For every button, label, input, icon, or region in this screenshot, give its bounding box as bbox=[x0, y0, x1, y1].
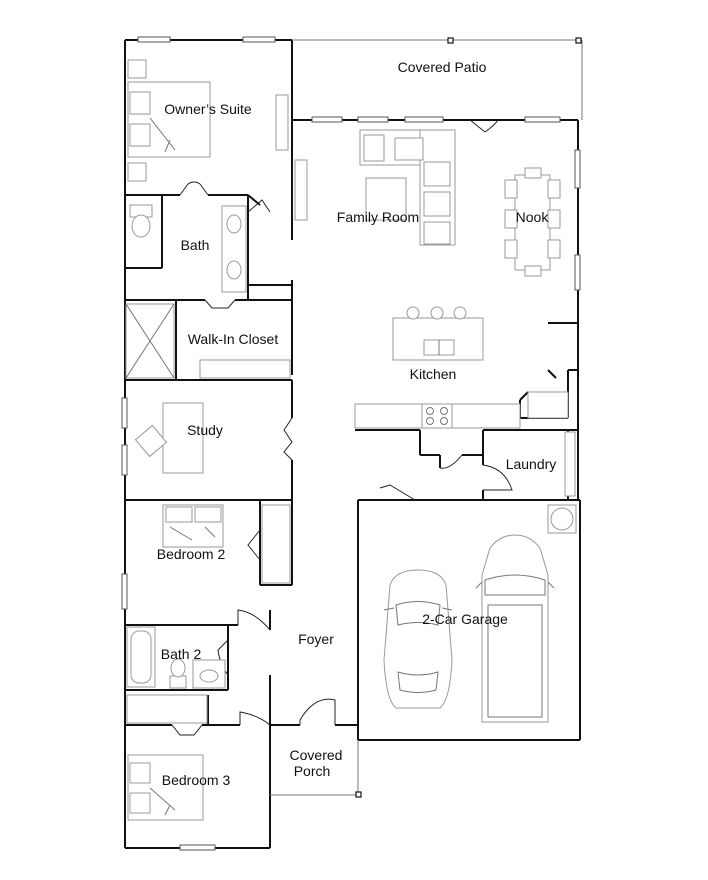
label-bedroom-2: Bedroom 2 bbox=[157, 546, 226, 562]
label-bath: Bath bbox=[181, 237, 210, 253]
label-family-room: Family Room bbox=[337, 209, 419, 225]
nook-table bbox=[504, 167, 561, 277]
label-kitchen: Kitchen bbox=[410, 366, 457, 382]
windows bbox=[121, 36, 581, 851]
owners-bath-fixtures bbox=[129, 204, 247, 293]
car-sedan bbox=[383, 569, 453, 709]
bath-2-fixtures bbox=[126, 626, 226, 689]
label-nook: Nook bbox=[516, 209, 550, 225]
kitchen-island bbox=[392, 306, 484, 361]
label-owners-suite: Owner’s Suite bbox=[164, 101, 252, 117]
label-covered-patio: Covered Patio bbox=[398, 59, 487, 75]
label-study: Study bbox=[187, 422, 223, 438]
bedroom-3-bed bbox=[126, 694, 208, 821]
owners-suite-bed bbox=[127, 59, 289, 182]
bedroom-2-bed bbox=[162, 504, 291, 584]
label-walk-in-closet: Walk-In Closet bbox=[188, 331, 279, 347]
covered-patio-outline bbox=[292, 37, 583, 120]
water-heater bbox=[547, 504, 577, 534]
label-2-car-garage: 2-Car Garage bbox=[422, 611, 508, 627]
study-desk bbox=[134, 402, 204, 474]
kitchen-counter bbox=[354, 391, 569, 429]
laundry-fixtures bbox=[564, 431, 576, 497]
label-covered-porch-line1: Covered bbox=[290, 747, 343, 763]
covered-porch-outline bbox=[270, 740, 362, 798]
label-bath-2: Bath 2 bbox=[161, 646, 202, 662]
label-laundry: Laundry bbox=[506, 456, 557, 472]
doors bbox=[171, 119, 513, 736]
car-van bbox=[475, 534, 555, 723]
family-room-sofa bbox=[294, 129, 456, 246]
room-labels: Covered Patio Owner’s Suite Family Room … bbox=[157, 59, 557, 788]
label-covered-porch-line2: Porch bbox=[294, 763, 331, 779]
label-foyer: Foyer bbox=[298, 631, 334, 647]
label-bedroom-3: Bedroom 3 bbox=[162, 772, 231, 788]
walk-in-closet-fixtures bbox=[125, 303, 291, 379]
